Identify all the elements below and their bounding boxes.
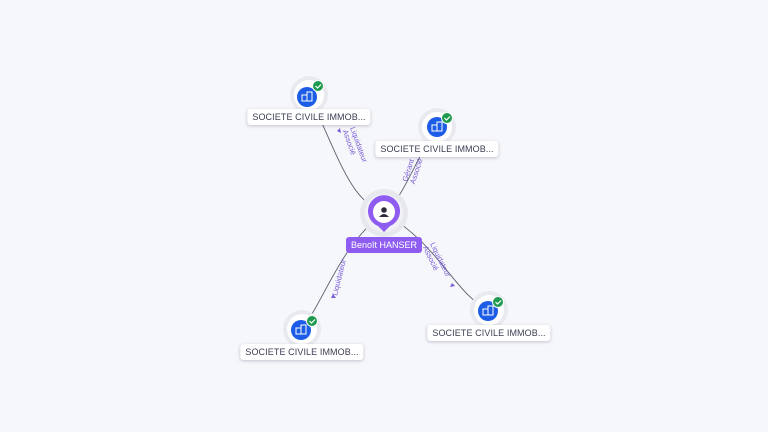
building-icon [301, 91, 313, 102]
edge-arrow-c3 [331, 294, 336, 298]
edge-label-c2: Gérant Associé [400, 155, 424, 185]
edge-arrow-c4 [450, 283, 455, 287]
company-node-c4[interactable] [470, 291, 508, 329]
center-label[interactable]: Benoît HANSER [345, 237, 423, 253]
company-label-c1[interactable]: SOCIETE CIVILE IMMOB... [247, 109, 371, 125]
edge-arrow-c1 [337, 128, 341, 133]
verified-check-icon [492, 296, 504, 308]
person-icon [379, 207, 389, 217]
verified-check-icon [306, 315, 318, 327]
edge-label-c3: Liquidateur [330, 258, 348, 297]
center-node[interactable] [360, 189, 408, 237]
building-icon [295, 324, 307, 335]
company-node-c1[interactable] [290, 76, 328, 114]
building-icon [431, 121, 443, 132]
company-node-c3[interactable] [283, 310, 321, 348]
company-node-c2[interactable] [418, 108, 456, 146]
verified-check-icon [441, 112, 453, 124]
building-icon [482, 305, 494, 316]
edge-label-c4: Liquidateur Associé [421, 241, 453, 284]
verified-check-icon [312, 80, 324, 92]
company-label-c2[interactable]: SOCIETE CIVILE IMMOB... [375, 141, 499, 157]
company-label-c3[interactable]: SOCIETE CIVILE IMMOB... [240, 344, 364, 360]
edge-label-c1: Liquidateur Associé [341, 126, 370, 169]
company-label-c4[interactable]: SOCIETE CIVILE IMMOB... [427, 325, 551, 341]
